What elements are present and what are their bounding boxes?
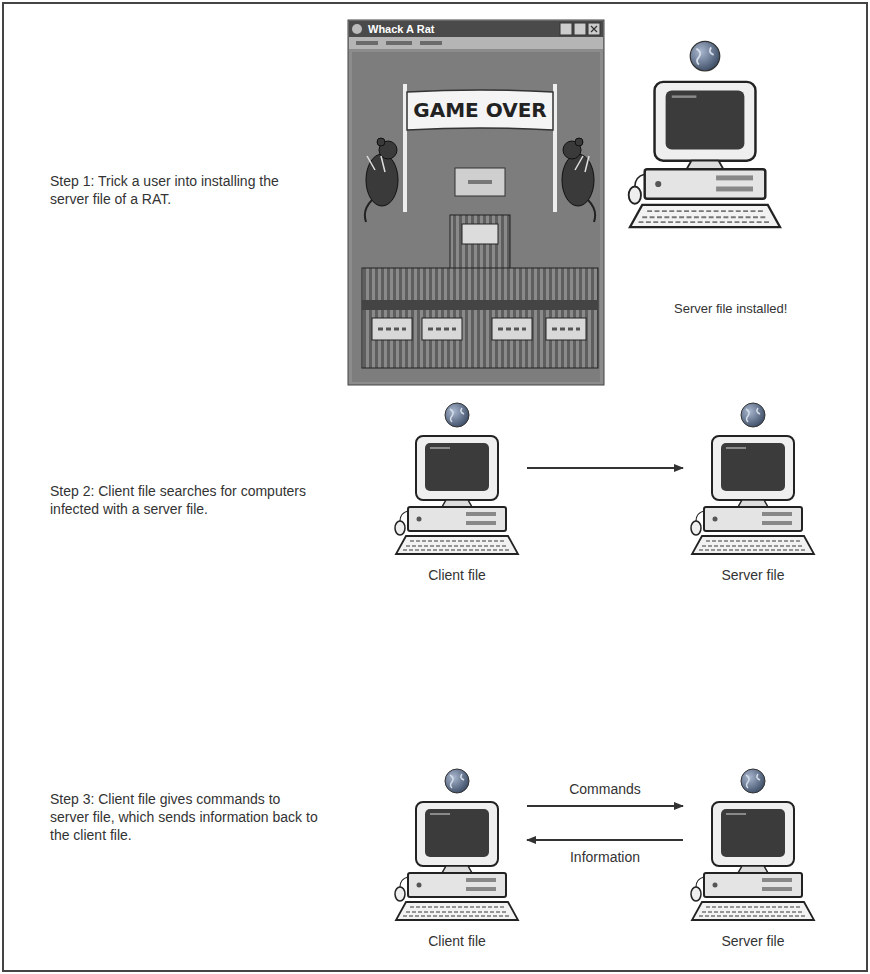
step-text: Step 3: Client file gives commands to se… <box>50 790 318 845</box>
step-text: Step 2: Client file searches for compute… <box>50 482 318 518</box>
computer-icon <box>688 768 818 928</box>
status-note: Server file installed! <box>674 301 854 318</box>
computer-icon <box>392 402 522 562</box>
edge-label: Commands <box>567 780 643 798</box>
computer-node: Server file <box>688 402 818 584</box>
computer-node: Client file <box>392 768 522 950</box>
computer-icon <box>392 768 522 928</box>
computer-node: Server file <box>688 768 818 950</box>
banner-text: GAME OVER <box>407 97 553 123</box>
arrow-connector <box>527 805 683 807</box>
game-screenshot <box>348 20 604 385</box>
computer-icon <box>688 402 818 562</box>
infected-computer <box>629 41 780 227</box>
arrow-connector <box>527 839 683 841</box>
window-title: Whack A Rat <box>368 22 548 36</box>
arrow-connector <box>527 467 683 469</box>
node-label: Client file <box>392 932 522 950</box>
node-label: Server file <box>688 932 818 950</box>
edge-label: Information <box>568 848 642 866</box>
computer-node: Client file <box>392 402 522 584</box>
outer-frame <box>3 3 867 971</box>
node-label: Client file <box>392 566 522 584</box>
node-label: Server file <box>688 566 818 584</box>
step-text: Step 1: Trick a user into installing the… <box>50 172 312 208</box>
